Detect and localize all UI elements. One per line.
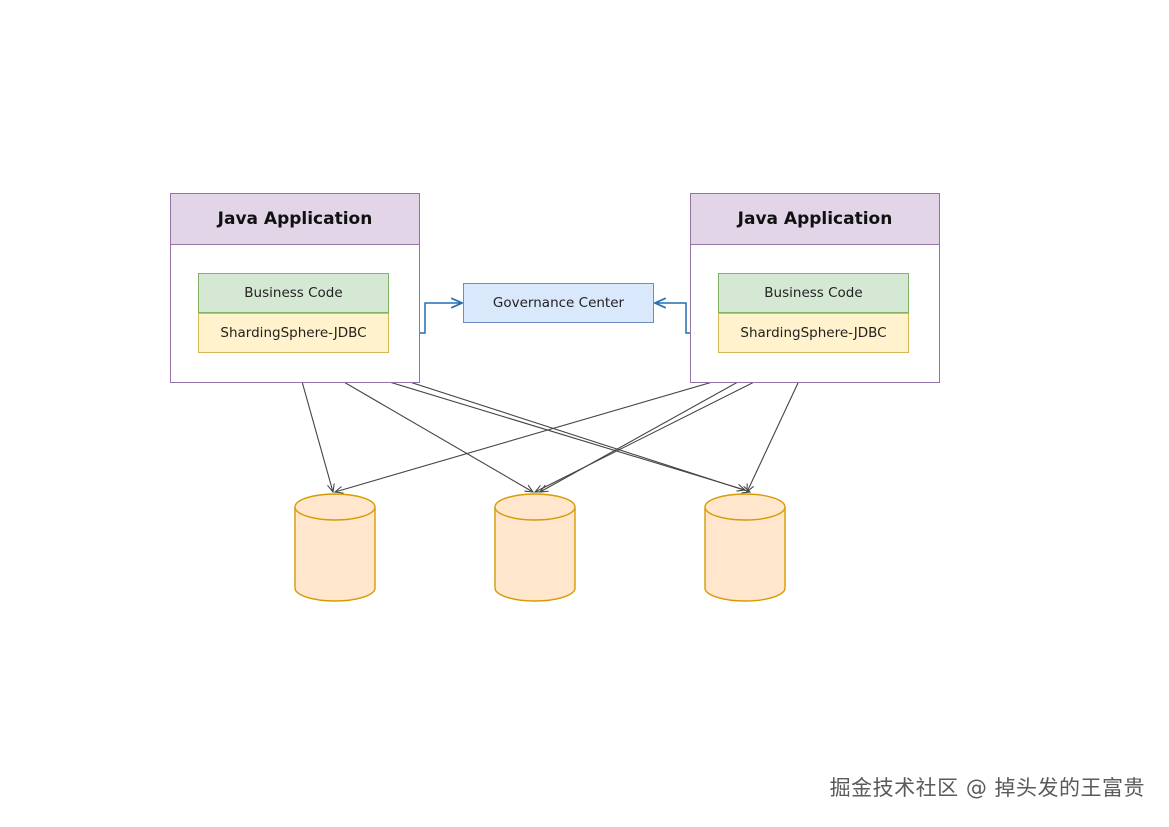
database-cylinder-icon xyxy=(294,493,376,602)
app-title: Java Application xyxy=(691,194,939,245)
business-code-box-left: Business Code xyxy=(198,273,389,313)
business-code-box-right: Business Code xyxy=(718,273,909,313)
sharding-jdbc-box-left: ShardingSphere-JDBC xyxy=(198,313,389,353)
app-title: Java Application xyxy=(171,194,419,245)
sharding-jdbc-box-right: ShardingSphere-JDBC xyxy=(718,313,909,353)
database-cylinder-icon xyxy=(494,493,576,602)
governance-center-box: Governance Center xyxy=(463,283,654,323)
database-cylinder-icon xyxy=(704,493,786,602)
watermark-text: 掘金技术社区 @ 掉头发的王富贵 xyxy=(829,776,1145,800)
